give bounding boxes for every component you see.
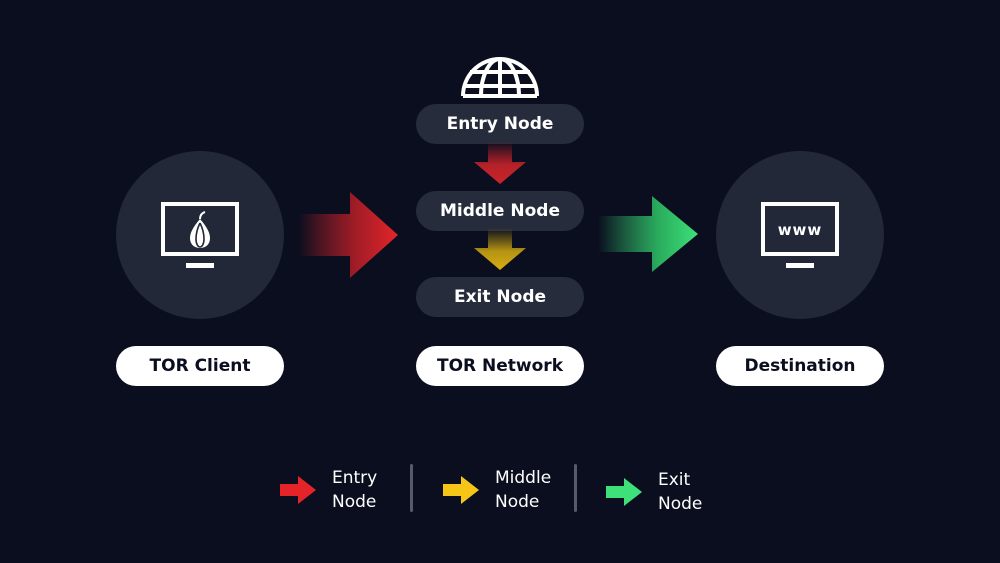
exit-node-pill: Exit Node <box>416 277 584 317</box>
destination-circle: www <box>716 151 884 319</box>
client-to-network-arrow <box>298 192 398 278</box>
tor-network-label: TOR Network <box>416 346 584 386</box>
legend-entry: Entry Node <box>280 466 377 514</box>
network-to-destination-arrow <box>598 196 698 272</box>
monitor-onion-icon <box>161 202 239 268</box>
legend-divider <box>574 464 577 512</box>
legend-divider <box>410 464 413 512</box>
monitor-www-icon: www <box>761 202 839 268</box>
legend-middle: Middle Node <box>443 466 551 514</box>
www-text: www <box>778 221 823 239</box>
entry-node-pill: Entry Node <box>416 104 584 144</box>
destination-label: Destination <box>716 346 884 386</box>
client-circle <box>116 151 284 319</box>
legend-middle-text: Middle Node <box>495 468 552 512</box>
legend-exit: Exit Node <box>606 468 702 516</box>
legend-exit-arrow-icon <box>606 478 642 506</box>
legend-exit-text: Exit Node <box>658 470 703 514</box>
legend-entry-arrow-icon <box>280 476 316 504</box>
entry-to-middle-arrow <box>474 142 526 184</box>
legend-middle-arrow-icon <box>443 476 479 504</box>
tor-client-label: TOR Client <box>116 346 284 386</box>
globe-icon <box>461 57 539 98</box>
middle-node-pill: Middle Node <box>416 191 584 231</box>
middle-to-exit-arrow <box>474 228 526 270</box>
legend-entry-text: Entry Node <box>332 468 378 512</box>
